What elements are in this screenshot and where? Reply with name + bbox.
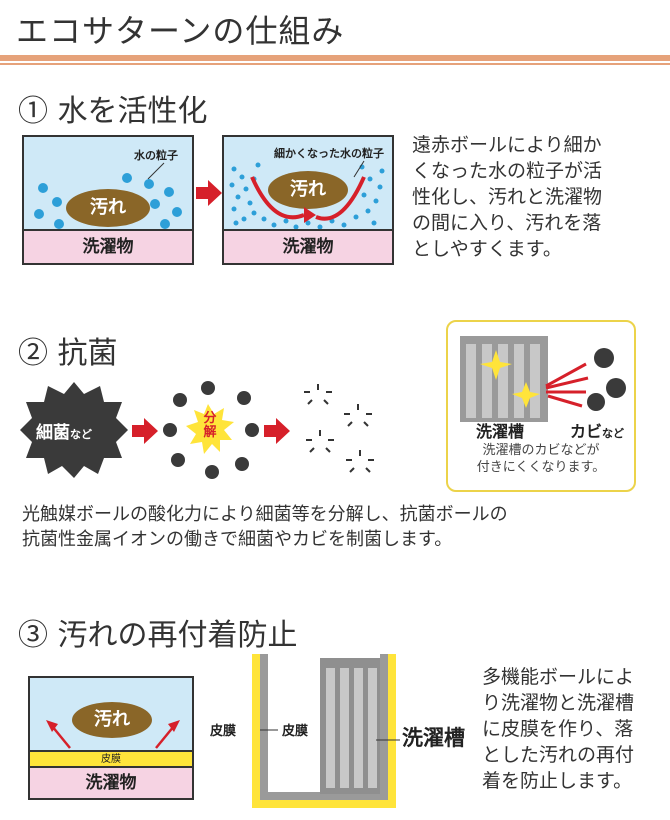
right-arrow-icon (264, 418, 290, 444)
laundry-bar: 洗濯物 (224, 229, 392, 263)
antibacterial-tub-box: 洗濯槽 カビなど 洗濯槽のカビなどが 付きにくくなります。 (446, 320, 636, 492)
water-drop (160, 219, 170, 229)
tub-label: 洗濯槽 (476, 422, 525, 441)
mold-label: カビなど (570, 422, 625, 441)
fine-particles-and-arrows (229, 160, 385, 230)
tub-label: 洗濯槽 (402, 726, 465, 750)
page-title: エコサターンの仕組み (16, 12, 345, 50)
water-drop (34, 209, 44, 219)
bacteria-icon (20, 382, 128, 478)
film-panel: 汚れ 皮膜 洗濯物 (28, 676, 194, 800)
decompose-label: 分解 (203, 411, 217, 440)
laundry-bar: 洗濯物 (30, 766, 192, 798)
film-layer: 皮膜 (30, 750, 192, 768)
right-arrow-icon (196, 180, 222, 206)
water-drop (38, 183, 48, 193)
right-arrow-icon (132, 418, 158, 444)
section2-description: 光触媒ボールの酸化力により細菌等を分解し、抗菌ボールの 抗菌性金属イオンの働きで… (22, 504, 508, 550)
section2-heading: ② 抗菌 (18, 336, 118, 371)
water-drop (52, 197, 62, 207)
section3-description: 多機能ボールによ り洗濯物と洗濯槽 に皮膜を作り、落 とした汚れの再付 着を防止… (482, 666, 635, 792)
leader-line (147, 162, 165, 180)
water-drop (172, 207, 182, 217)
section1-heading: ① 水を活性化 (18, 94, 208, 129)
bacteria-label: 細菌など (36, 423, 92, 443)
title-rule-thin (0, 63, 670, 65)
water-panel-before: 水の粒子 汚れ 洗濯物 (22, 135, 194, 265)
water-panel-after: 細かくなった水の粒子 汚れ 洗濯物 (222, 135, 394, 265)
repel-arrows (46, 720, 180, 749)
water-drop (150, 199, 160, 209)
film-label-right: 皮膜 (282, 724, 309, 739)
water-drop (164, 187, 174, 197)
laundry-bar: 洗濯物 (24, 229, 192, 263)
water-drop (54, 219, 64, 229)
water-drop (122, 173, 132, 183)
dirt-blob: 汚れ (66, 189, 150, 227)
water-particle-label: 水の粒子 (134, 149, 178, 162)
title-rule (0, 55, 670, 61)
section3-heading: ③ 汚れの再付着防止 (18, 618, 298, 653)
bacteria-fragments (304, 384, 374, 473)
section1-description: 遠赤ボールにより細か くなった水の粒子が活 性化し、汚れと洗濯物 の間に入り、汚… (412, 134, 603, 260)
film-label-left: 皮膜 (210, 724, 237, 739)
tub-cross-section (252, 654, 400, 808)
tub-mold-illustration (460, 336, 626, 422)
water-drop (144, 179, 154, 189)
dirt-blob: 汚れ (72, 702, 152, 738)
tub-box-text: 洗濯槽のカビなどが 付きにくくなります。 (476, 443, 606, 475)
fine-particle-label: 細かくなった水の粒子 (274, 147, 384, 160)
decomposition-burst (163, 381, 259, 479)
dirt-blob: 汚れ (268, 171, 348, 209)
